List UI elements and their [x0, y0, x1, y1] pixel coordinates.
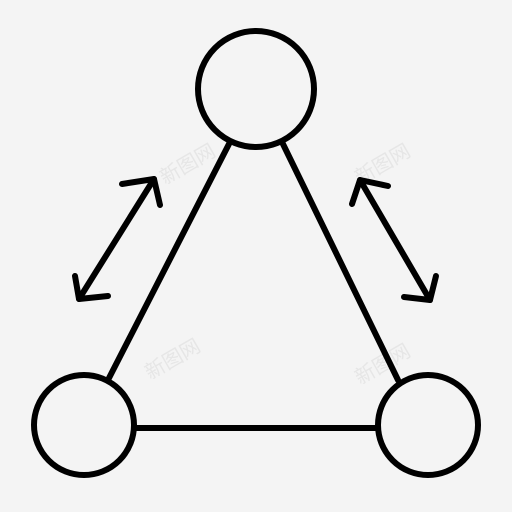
right-bidirectional-arrow	[349, 177, 439, 303]
top-node	[195, 28, 317, 150]
edge-top-right	[279, 139, 401, 383]
left-bidirectional-arrow	[72, 176, 163, 302]
watermark: 新图网 新图网 新图网 新图网	[141, 139, 415, 390]
bottom-left-node	[31, 372, 137, 478]
watermark-text: 新图网	[141, 334, 205, 385]
bottom-right-node	[375, 372, 481, 478]
edge-top-left	[105, 139, 233, 383]
